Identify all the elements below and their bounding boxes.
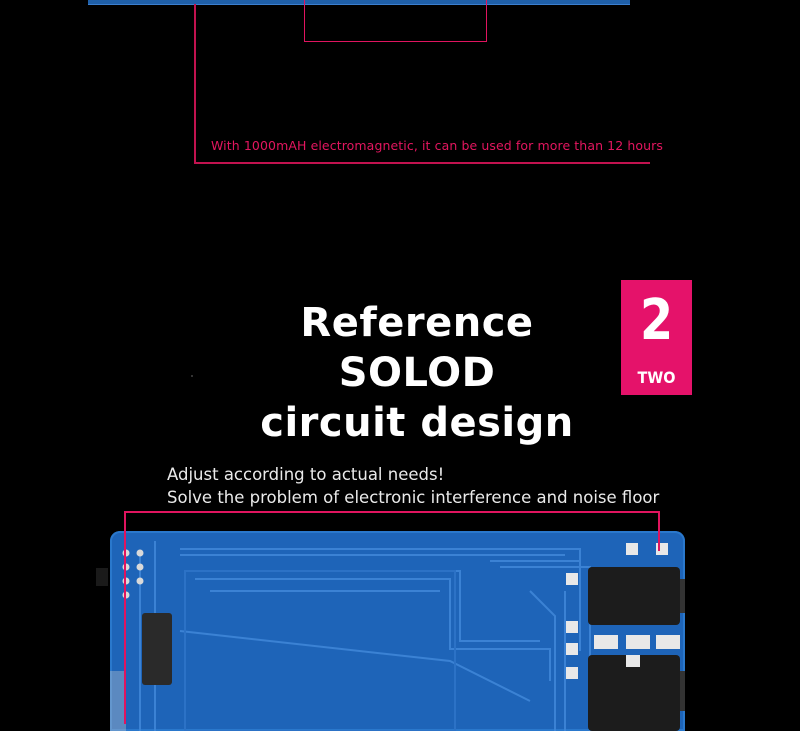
circuit-board-drawing xyxy=(110,541,685,731)
board-side-connector xyxy=(96,568,108,586)
circuit-board-image xyxy=(110,531,685,731)
callout-line-vertical xyxy=(194,4,196,162)
badge-number: 2 xyxy=(639,288,674,353)
headline-line-2: circuit design xyxy=(260,400,574,446)
section-number-badge: 2 TWO xyxy=(621,280,692,395)
badge-word: TWO xyxy=(637,368,676,387)
callout-bracket-right xyxy=(658,511,660,551)
board-caption: Adjust according to actual needs! Solve … xyxy=(167,463,659,509)
section-headline: Reference SOLOD circuit design xyxy=(232,298,602,448)
decorative-dot xyxy=(191,375,193,377)
headline-line-1: Reference SOLOD xyxy=(300,300,534,396)
caption-line-2: Solve the problem of electronic interfer… xyxy=(167,488,660,507)
battery-note: With 1000mAH electromagnetic, it can be … xyxy=(211,138,664,153)
callout-line-horizontal xyxy=(194,162,650,164)
callout-bracket-left xyxy=(124,511,126,724)
highlight-frame-top xyxy=(304,0,487,42)
caption-line-1: Adjust according to actual needs! xyxy=(167,465,445,484)
callout-bracket-top xyxy=(124,511,659,513)
circuit-board-top-edge xyxy=(88,0,630,5)
